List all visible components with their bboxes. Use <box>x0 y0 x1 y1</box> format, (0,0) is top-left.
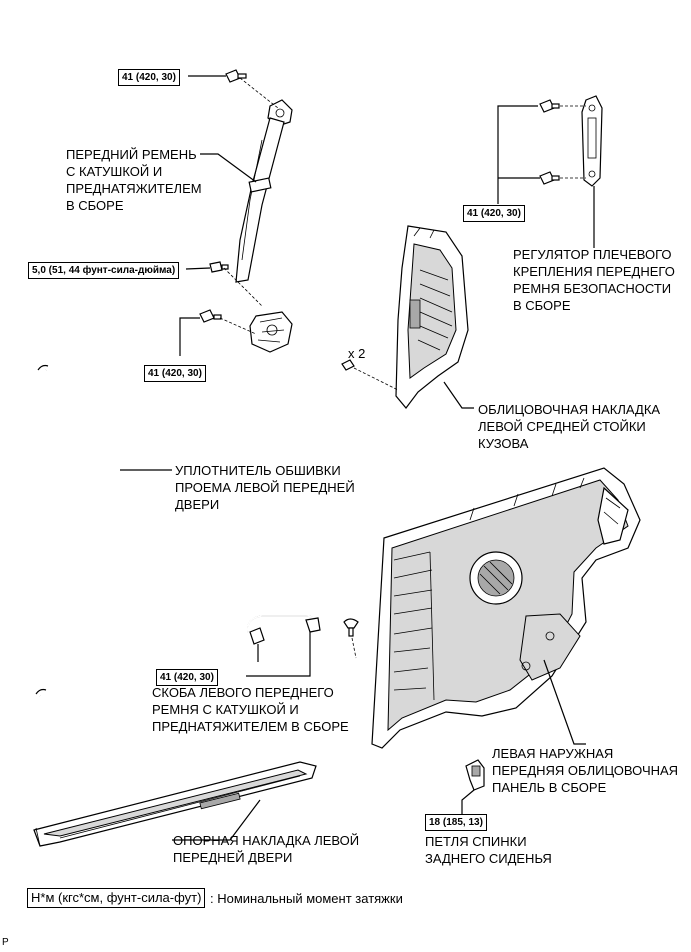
label-front-belt: ПЕРЕДНИЙ РЕМЕНЬ С КАТУШКОЙ И ПРЕДНАТЯЖИТ… <box>66 147 202 213</box>
torque-anchor-bolt: 41 (420, 30) <box>156 669 218 686</box>
legend-text: : Номинальный момент затяжки <box>210 891 403 906</box>
center-pillar-garnish <box>395 225 469 409</box>
corner-mark: P <box>2 937 9 948</box>
label-weatherstrip: УПЛОТНИТЕЛЬ ОБШИВКИ ПРОЕМА ЛЕВОЙ ПЕРЕДНЕ… <box>175 463 355 512</box>
belt-bolts <box>199 69 247 323</box>
label-qty: x 2 <box>348 346 366 361</box>
quarter-trim-panel <box>371 467 641 749</box>
label-pillar-garnish: ОБЛИЦОВОЧНАЯ НАКЛАДКА ЛЕВОЙ СРЕДНЕЙ СТОЙ… <box>478 402 661 451</box>
shoulder-anchor-adjuster <box>581 95 603 187</box>
door-opening-weatherstrip <box>35 356 118 708</box>
torque-adjuster-bolts: 41 (420, 30) <box>463 205 525 222</box>
seatback-hinge <box>465 759 485 791</box>
torque-hinge-bolt: 18 (185, 13) <box>425 814 487 831</box>
seat-belt-anchor-bracket <box>246 615 321 645</box>
torque-top-bolt: 41 (420, 30) <box>118 69 180 86</box>
adjuster-bolts <box>539 99 560 185</box>
torque-lower-bolt: 41 (420, 30) <box>144 365 206 382</box>
torque-mid-bolt: 5,0 (51, 44 фунт-сила-дюйма) <box>28 262 180 279</box>
label-shoulder-adjuster: РЕГУЛЯТОР ПЛЕЧЕВОГО КРЕПЛЕНИЯ ПЕРЕДНЕГО … <box>513 247 675 313</box>
label-scuff-plate: ОПОРНАЯ НАКЛАДКА ЛЕВОЙ ПЕРЕДНЕЙ ДВЕРИ <box>173 833 360 865</box>
label-belt-anchor: СКОБА ЛЕВОГО ПЕРЕДНЕГО РЕМНЯ С КАТУШКОЙ … <box>152 685 349 734</box>
label-seatback-hinge: ПЕТЛЯ СПИНКИ ЗАДНЕГО СИДЕНЬЯ <box>425 834 552 866</box>
front-door-scuff-plate <box>33 761 317 847</box>
legend-units-box: Н*м (кгс*см, фунт-сила-фут) <box>27 888 206 908</box>
label-quarter-panel: ЛЕВАЯ НАРУЖНАЯ ПЕРЕДНЯЯ ОБЛИЦОВОЧНАЯ ПАН… <box>492 746 679 795</box>
panel-clip <box>343 618 359 637</box>
garnish-clip <box>341 359 355 371</box>
front-seat-belt-assembly <box>235 99 293 353</box>
